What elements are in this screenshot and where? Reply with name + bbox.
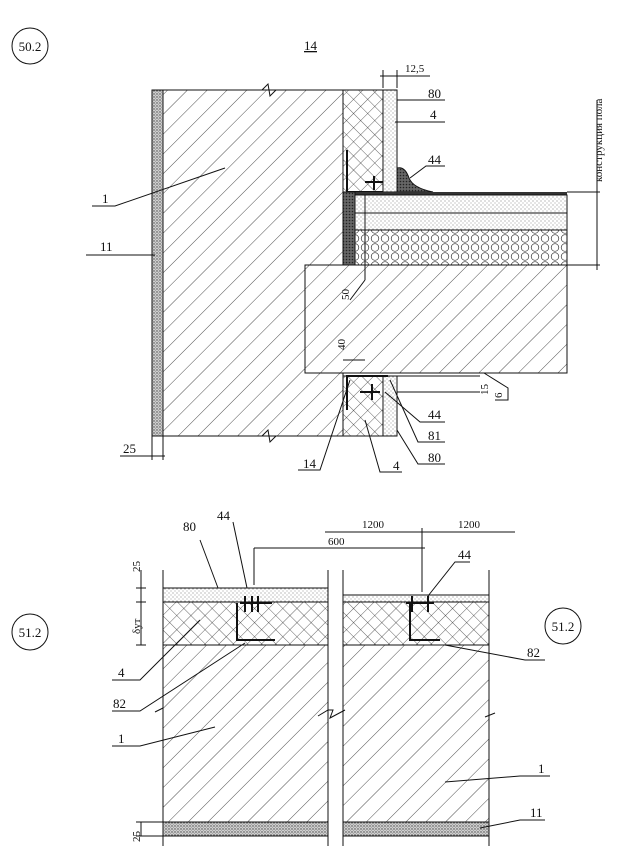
marker-text: 51.2 bbox=[552, 619, 575, 634]
break-mark-top bbox=[261, 82, 277, 98]
label-1: 1 bbox=[102, 191, 109, 206]
label-4: 4 bbox=[430, 107, 437, 122]
detail-50-2: 50.2 14 12,5 80 4 44 bbox=[11, 27, 605, 473]
dim-15: 15 bbox=[479, 384, 491, 396]
wall-panel-left bbox=[162, 587, 329, 837]
dim-1200-a: 1200 bbox=[362, 519, 385, 531]
dim-25-bottom: 25 bbox=[131, 831, 143, 843]
floor-screed-2 bbox=[354, 212, 568, 231]
sealant-44 bbox=[396, 167, 434, 193]
plaster-lower-80 bbox=[382, 375, 398, 437]
detail-51-2: 51.2 51.2 1200 1200 bbox=[11, 508, 582, 846]
label-82-right: 82 bbox=[527, 645, 540, 660]
label-44: 44 bbox=[428, 152, 442, 167]
label-1-right: 1 bbox=[538, 761, 545, 776]
break-mark-center bbox=[317, 709, 346, 720]
marker-text: 51.2 bbox=[19, 625, 42, 640]
dim-insulation-thickness: δут bbox=[131, 618, 143, 634]
bracket-lower bbox=[346, 375, 388, 410]
plaster-layer-11 bbox=[151, 89, 164, 437]
dim-25: 25 bbox=[123, 441, 136, 456]
floor-insulation bbox=[354, 229, 568, 266]
section-ref-14: 14 bbox=[304, 38, 318, 53]
edge-strip bbox=[342, 191, 356, 266]
label-1-left: 1 bbox=[118, 731, 125, 746]
dim-12-5: 12,5 bbox=[405, 63, 425, 75]
label-11: 11 bbox=[100, 239, 113, 254]
detail-marker-50-2: 50.2 bbox=[11, 27, 49, 65]
floor-screed-1 bbox=[354, 194, 568, 214]
dim-1200-b: 1200 bbox=[458, 519, 481, 531]
detail-marker-51-2-left: 51.2 bbox=[11, 613, 49, 651]
dim-25-top: 25 bbox=[131, 561, 143, 573]
label-80: 80 bbox=[428, 86, 441, 101]
anchor-upper bbox=[365, 176, 383, 190]
label-4-lower: 4 bbox=[393, 458, 400, 473]
dim-50: 50 bbox=[340, 289, 352, 301]
wall-panel-right bbox=[342, 594, 490, 837]
anchor-lower bbox=[360, 384, 380, 400]
label-82-left: 82 bbox=[113, 696, 126, 711]
floor-construction-label: конструкция пола bbox=[593, 98, 605, 182]
label-11: 11 bbox=[530, 805, 543, 820]
label-44-right: 44 bbox=[458, 547, 472, 562]
masonry-wall-1 bbox=[162, 89, 344, 437]
label-80: 80 bbox=[183, 519, 196, 534]
floor-finish bbox=[343, 192, 567, 195]
dim-40: 40 bbox=[336, 339, 348, 351]
dim-600: 600 bbox=[328, 536, 345, 548]
dim-6: 6 bbox=[493, 392, 505, 398]
plaster-upper-80 bbox=[382, 89, 398, 193]
label-4: 4 bbox=[118, 665, 125, 680]
label-44-lower: 44 bbox=[428, 407, 442, 422]
label-80-lower: 80 bbox=[428, 450, 441, 465]
marker-text: 50.2 bbox=[19, 39, 42, 54]
label-81: 81 bbox=[428, 428, 441, 443]
label-14: 14 bbox=[303, 456, 317, 471]
label-44-left: 44 bbox=[217, 508, 231, 523]
insulation-upper-4 bbox=[342, 89, 384, 193]
break-mark-bottom bbox=[261, 428, 277, 444]
insulation-lower-4 bbox=[342, 375, 384, 437]
floor-slab bbox=[304, 264, 568, 374]
detail-marker-51-2-right: 51.2 bbox=[544, 607, 582, 645]
